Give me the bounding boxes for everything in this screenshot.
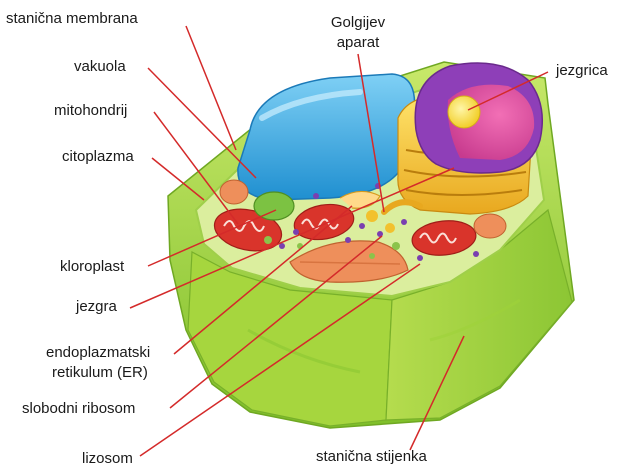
leader-vakuola (148, 68, 256, 178)
vacuole (238, 74, 415, 200)
label-vakuola: vakuola (74, 58, 126, 76)
label-jezgrica: jezgrica (556, 62, 608, 80)
label-lizosom: lizosom (82, 450, 133, 468)
label-kloroplast: kloroplast (60, 258, 124, 276)
label-er-line1: endoplazmatski (46, 344, 150, 362)
label-stanicna-stijenka: stanična stijenka (316, 448, 427, 466)
nucleus (415, 63, 542, 173)
label-golgi-line2: aparat (320, 34, 396, 52)
label-golgi-line1: Golgijev (320, 14, 396, 32)
label-stanicna-membrana: stanična membrana (6, 10, 138, 28)
label-citoplazma: citoplazma (62, 148, 134, 166)
label-mitohondrij: mitohondrij (54, 102, 127, 120)
nucleolus (448, 96, 480, 128)
label-slobodni-ribosom: slobodni ribosom (22, 400, 135, 418)
label-er-line2: retikulum (ER) (52, 364, 148, 382)
label-jezgra: jezgra (76, 298, 117, 316)
